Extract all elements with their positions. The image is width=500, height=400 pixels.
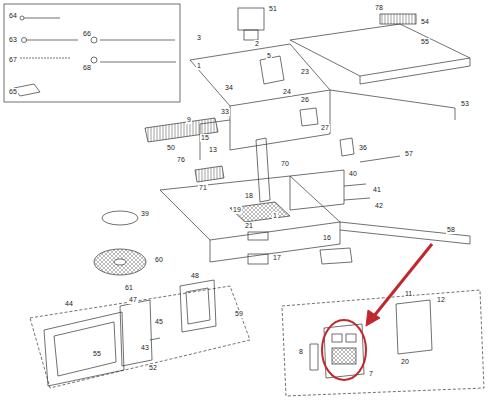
callout-number: 8 [298, 348, 304, 356]
callout-number: 42 [374, 202, 384, 210]
callout-number: 52 [148, 364, 158, 372]
callout-number: 3 [196, 34, 202, 42]
callout-number: 26 [300, 96, 310, 104]
callout-number: 54 [420, 18, 430, 26]
callout-number: 40 [348, 170, 358, 178]
callout-number: 21 [244, 222, 254, 230]
highlight [322, 244, 432, 380]
callout-number: 41 [372, 186, 382, 194]
callout-number: 1 [196, 62, 202, 70]
callout-number: 16 [322, 234, 332, 242]
callout-number: 60 [154, 256, 164, 264]
callout-number: 63 [8, 36, 18, 44]
callout-number: 39 [140, 210, 150, 218]
turntable [94, 211, 146, 275]
callout-number: 66 [82, 30, 92, 38]
callout-number: 17 [272, 254, 282, 262]
callout-number: 45 [154, 318, 164, 326]
callout-number: 7 [368, 370, 374, 378]
callout-number: 55 [420, 38, 430, 46]
callout-number: 12 [436, 296, 446, 304]
callout-number: 78 [374, 4, 384, 12]
callout-number: 18 [244, 192, 254, 200]
callout-number: 5 [266, 52, 272, 60]
callout-number: 13 [208, 146, 218, 154]
callout-number: 43 [140, 344, 150, 352]
callout-number: 50 [166, 144, 176, 152]
callout-number: 70 [280, 160, 290, 168]
callout-number: 57 [404, 150, 414, 158]
callout-number: 20 [400, 358, 410, 366]
cabinet-base [160, 176, 470, 264]
callout-number: 23 [300, 68, 310, 76]
accessory-box [4, 4, 180, 102]
callout-number: 48 [190, 272, 200, 280]
callout-number: 61 [124, 284, 134, 292]
door-assembly [30, 280, 250, 388]
callout-number: 47 [128, 296, 138, 304]
callout-number: 68 [82, 64, 92, 72]
callout-number: 51 [268, 5, 278, 13]
callout-number: 27 [320, 124, 330, 132]
callout-number: 15 [200, 134, 210, 142]
callout-number: 11 [404, 290, 413, 298]
callout-number: 71 [198, 184, 208, 192]
callout-number: 64 [8, 12, 18, 20]
callout-number: 67 [8, 56, 18, 64]
callout-number: 76 [176, 156, 186, 164]
callout-number: 55 [92, 350, 102, 358]
callout-number: 58 [446, 226, 456, 234]
housing [145, 8, 470, 210]
callout-number: 53 [460, 100, 470, 108]
callout-number: 9 [186, 116, 192, 124]
callout-number: 34 [224, 84, 234, 92]
callout-number: 65 [8, 88, 18, 96]
callout-number: 59 [234, 310, 244, 318]
callout-number: 44 [64, 300, 74, 308]
callout-number: 19 [232, 206, 242, 214]
callout-number: 36 [358, 144, 368, 152]
callout-number: 1 [272, 212, 278, 220]
callout-number: 33 [220, 108, 230, 116]
callout-number: 2 [254, 40, 260, 48]
callout-number: 24 [282, 88, 292, 96]
